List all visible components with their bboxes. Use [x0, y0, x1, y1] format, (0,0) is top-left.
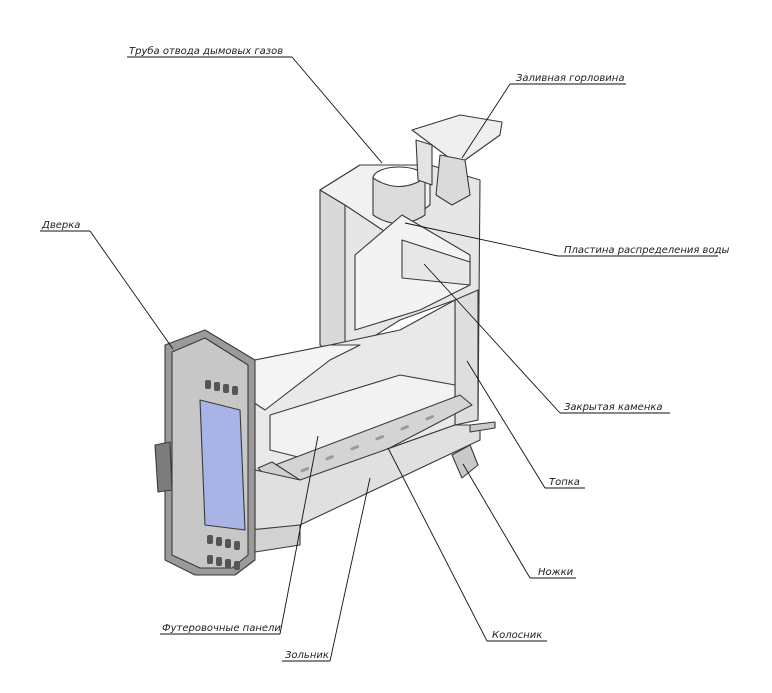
label-door: Дверка — [41, 220, 80, 231]
label-water-plate: Пластина распределения воды — [564, 245, 729, 256]
label-closed-heater: Закрытая каменка — [564, 402, 663, 413]
label-firebox: Топка — [549, 477, 580, 488]
label-lining-panels: Футеровочные панели — [162, 623, 281, 634]
label-ash-pan: Зольник — [285, 650, 329, 661]
label-flue-pipe: Труба отвода дымовых газов — [129, 45, 283, 57]
label-filler-neck: Заливная горловина — [516, 73, 624, 84]
leader-lines — [40, 56, 718, 662]
labels: Труба отвода дымовых газов Заливная горл… — [41, 45, 729, 661]
label-legs: Ножки — [538, 567, 574, 578]
label-grate: Колосник — [492, 630, 542, 641]
stove-body — [154, 114, 503, 576]
